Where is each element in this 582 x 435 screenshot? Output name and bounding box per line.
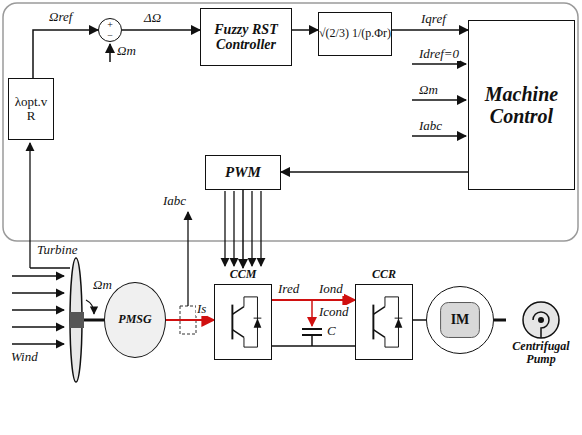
signal-connector xyxy=(33,30,98,78)
label-holder: Idref=0 xyxy=(418,47,460,61)
signal-connector xyxy=(392,29,468,31)
signal-label: Idref=0 xyxy=(418,47,460,61)
signal-label: Ωm xyxy=(418,83,439,97)
label-holder: C xyxy=(326,324,337,338)
label-holder: Ωm xyxy=(92,278,113,292)
label-holder: Is xyxy=(196,302,207,316)
wind-arrows xyxy=(12,276,64,344)
signal-label: Icond xyxy=(318,305,350,319)
control-box-text: Machine Control xyxy=(469,83,574,127)
gain-box-text: λopt.v R xyxy=(9,95,53,124)
speed-line xyxy=(30,267,70,268)
label-holder: Iabc xyxy=(418,119,443,133)
gain-box-text: √(2/3) 1/(p.Φr) xyxy=(319,27,391,40)
signal-connector xyxy=(292,29,318,31)
signal-connector xyxy=(413,319,426,321)
signal-line xyxy=(412,63,466,65)
signal-label: Turbine xyxy=(36,243,78,257)
converter-box: CCM xyxy=(214,268,272,360)
converter-label: CCR xyxy=(372,268,396,284)
signal-label: Ωm xyxy=(116,44,137,58)
signal-label: Iabc xyxy=(418,119,443,133)
converter-body xyxy=(355,284,413,360)
switch-symbol xyxy=(215,285,271,359)
capacitor-plate xyxy=(302,328,322,330)
control-box: Machine Control xyxy=(468,20,575,190)
capacitor-wire xyxy=(311,300,313,326)
summing-junction: +− xyxy=(98,18,122,42)
turbine-hub xyxy=(70,312,84,328)
controller-box-text: Fuzzy RST Controller xyxy=(201,22,291,53)
dc-bus xyxy=(272,345,355,347)
signal-label: Iabc xyxy=(162,194,187,208)
summing-junction-text: − xyxy=(107,30,113,41)
signal-connector xyxy=(122,29,200,31)
pwm-box: PWM xyxy=(205,155,281,190)
label-holder: Ired xyxy=(277,282,300,296)
label-holder: Ωm xyxy=(116,44,137,58)
signal-label: Ωm xyxy=(92,278,113,292)
generator-circle-text: PMSG xyxy=(118,313,151,326)
converter-box: CCR xyxy=(355,268,413,360)
generator-circle: PMSG xyxy=(104,282,166,358)
control-panel xyxy=(3,3,578,241)
label-holder: Ωm xyxy=(418,83,439,97)
edge-label: Is xyxy=(196,302,207,316)
signal-connector xyxy=(281,171,468,173)
pump-label: Centrifugal Pump xyxy=(506,340,576,366)
motor-circle: IM xyxy=(426,286,494,354)
switch-symbol xyxy=(356,285,412,359)
signal-line xyxy=(187,212,188,306)
signal-line xyxy=(109,44,111,62)
label-holder: ΔΩ xyxy=(143,11,162,25)
signal-label: Iond xyxy=(318,282,344,296)
motor-circle-text: IM xyxy=(451,312,470,327)
gain-box: √(2/3) 1/(p.Φr) xyxy=(318,12,392,56)
label-holder: Turbine xyxy=(36,243,78,257)
label-holder: Icond xyxy=(318,305,350,319)
signal-label: C xyxy=(326,324,337,338)
label-holder: Iqref xyxy=(420,12,447,26)
label-holder: Wind xyxy=(10,350,39,364)
capacitor-wire xyxy=(311,335,313,346)
edge-label: Iqref xyxy=(420,12,447,26)
converter-label: CCM xyxy=(230,268,257,284)
power-connector xyxy=(272,299,355,301)
edge-label: ΔΩ xyxy=(143,11,162,25)
summing-junction-text: + xyxy=(107,19,113,30)
signal-label: Wind xyxy=(10,350,39,364)
speed-line xyxy=(29,143,30,268)
label-holder: Iabc xyxy=(162,194,187,208)
edge-label: Ωref xyxy=(48,10,73,24)
edge-label: Ired xyxy=(277,282,300,296)
signal-connector xyxy=(242,190,244,268)
label-holder: Iond xyxy=(318,282,344,296)
pump: Centrifugal Pump xyxy=(506,300,576,378)
pwm-box-text: PWM xyxy=(225,164,261,181)
signal-line xyxy=(412,135,466,137)
signal-connector xyxy=(494,319,506,322)
pump-symbol xyxy=(506,300,576,340)
converter-body xyxy=(214,284,272,360)
shaft xyxy=(84,319,104,322)
controller-box: Fuzzy RST Controller xyxy=(200,8,292,66)
power-connector xyxy=(166,319,214,321)
rotation-arrow xyxy=(86,300,94,314)
gain-box: λopt.v R xyxy=(8,78,54,140)
label-holder: Ωref xyxy=(48,10,73,24)
signal-line xyxy=(412,99,466,101)
